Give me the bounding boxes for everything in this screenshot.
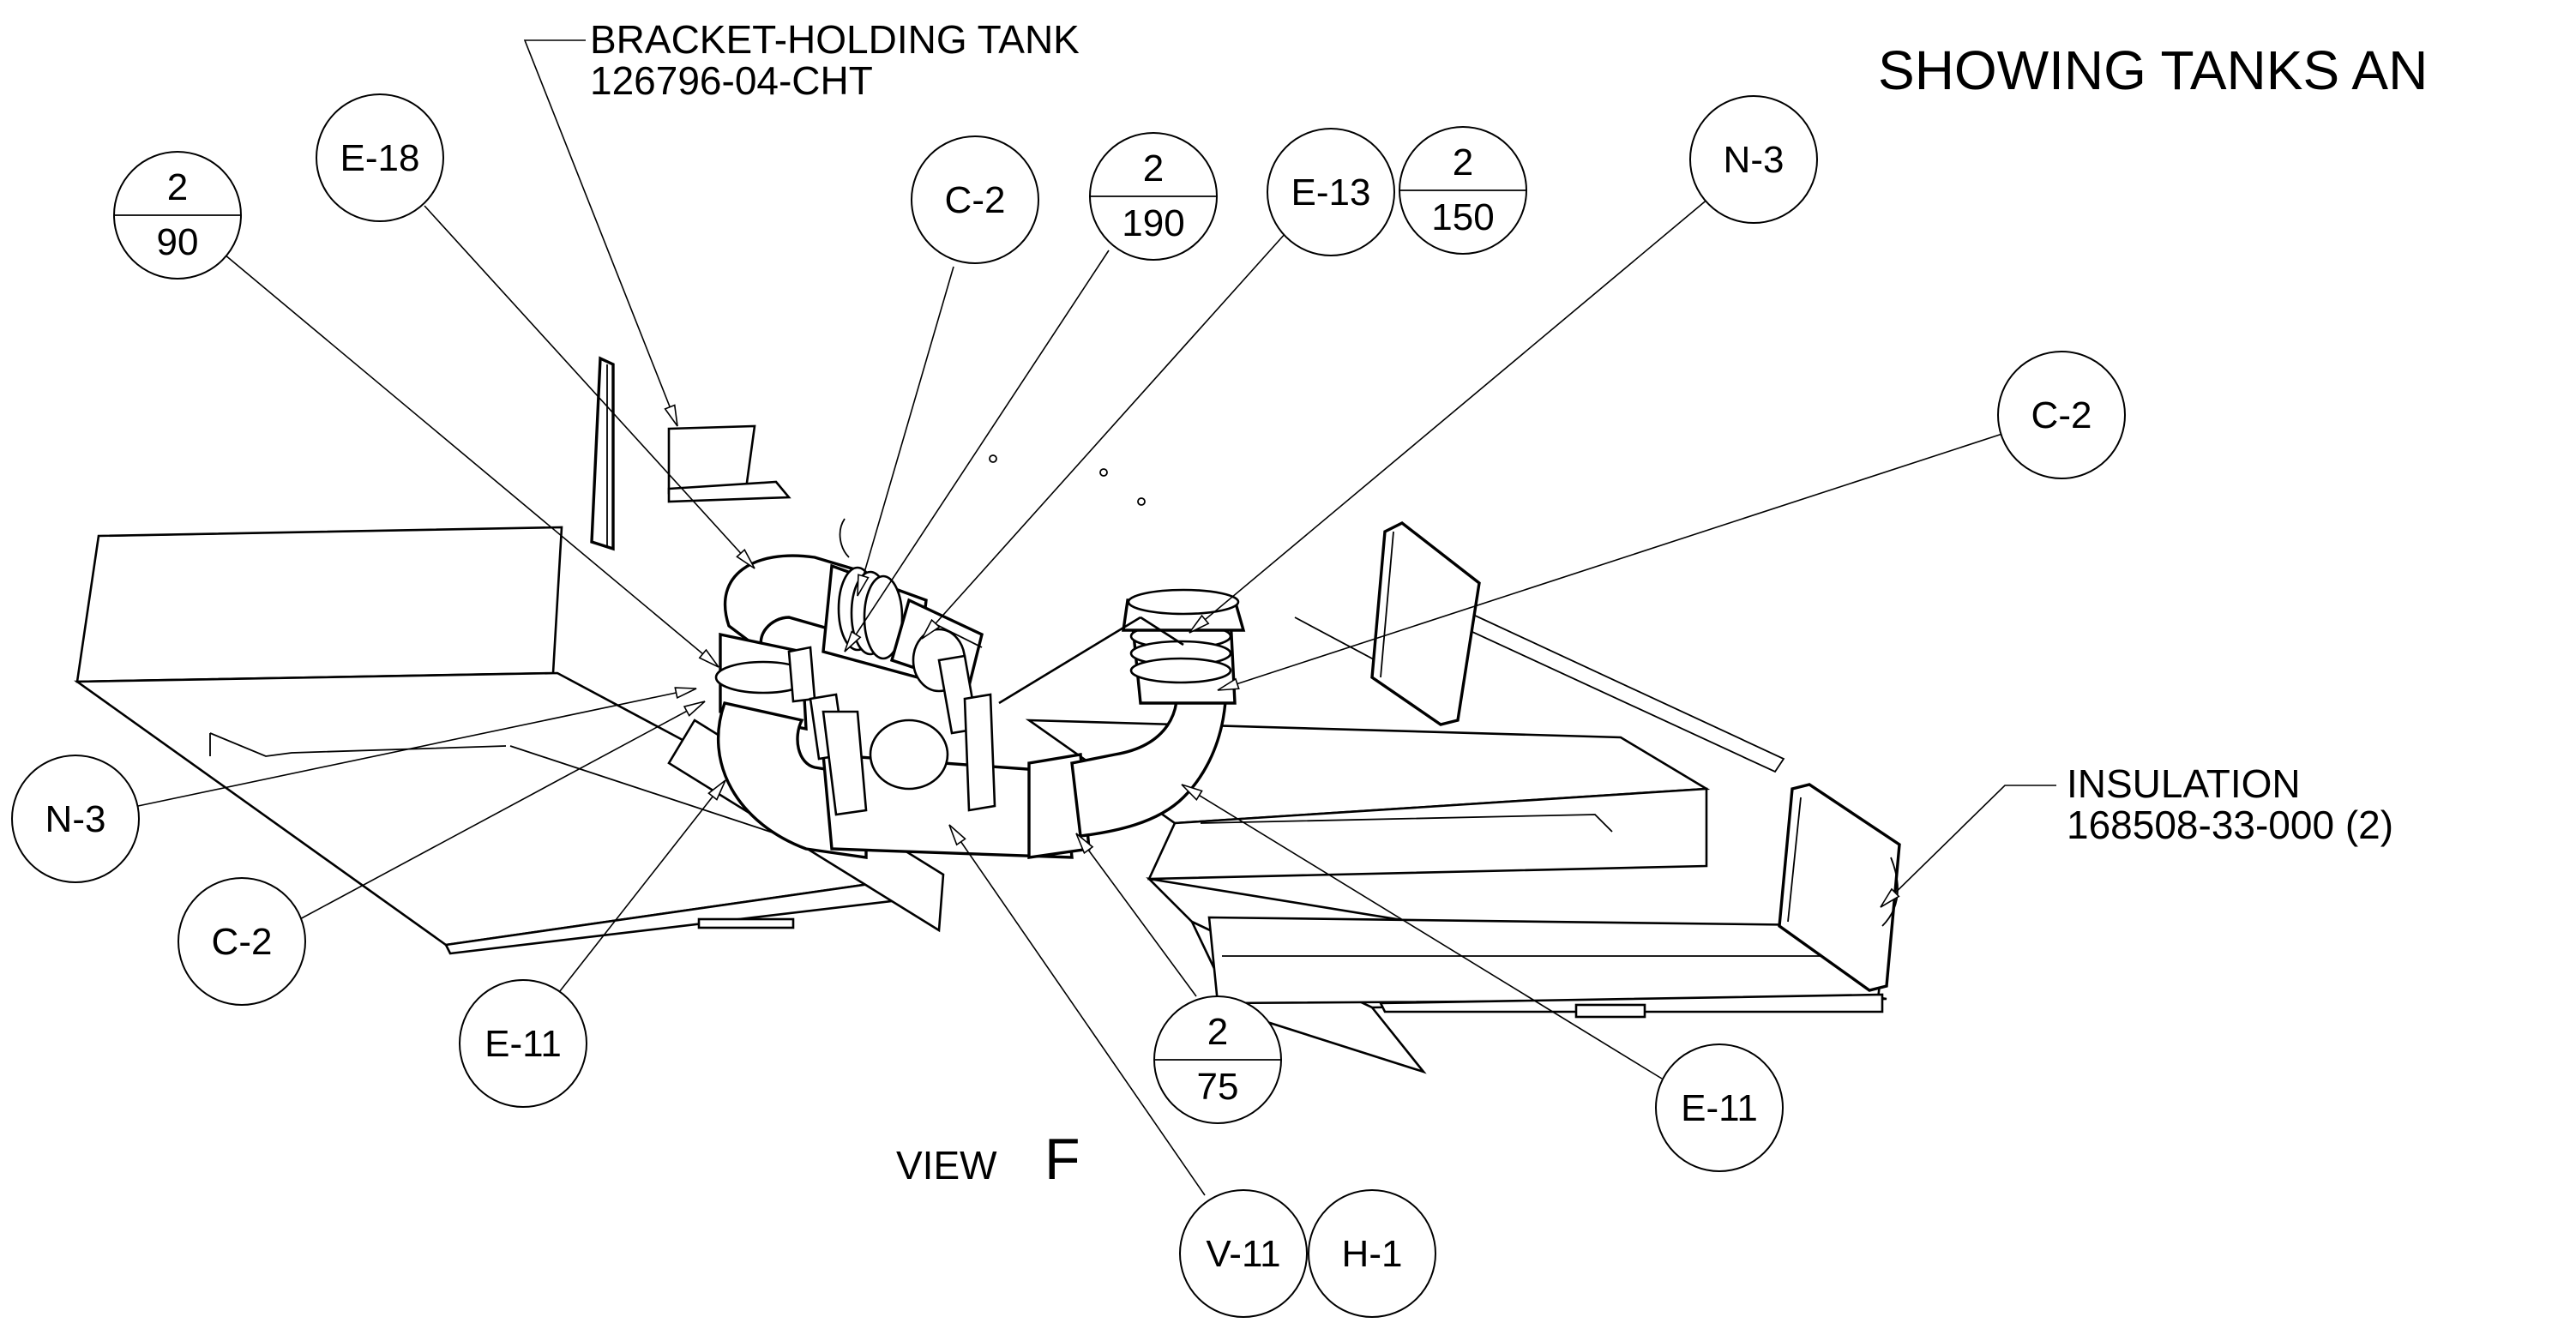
fraction-bottom: 190 [1122, 202, 1184, 244]
page-title: SHOWING TANKS AN [1878, 39, 2428, 101]
callout-bubble-c2-left: C-2 [178, 877, 306, 1006]
callout-bubble-e11-left: E-11 [459, 979, 587, 1108]
bubble-label: E-11 [1681, 1087, 1758, 1129]
fraction-bubble-190: 2 190 [1089, 132, 1218, 261]
view-label-prefix: VIEW [896, 1143, 997, 1188]
bubble-label: V-11 [1206, 1233, 1280, 1275]
fraction-bubble-150: 2 150 [1399, 126, 1527, 255]
fraction-top: 2 [1453, 141, 1473, 183]
callout-bubble-e13: E-13 [1267, 128, 1395, 256]
bubble-label: C-2 [212, 921, 273, 963]
callout-bubble-n3-left: N-3 [11, 755, 140, 883]
callout-bubble-e18: E-18 [316, 93, 444, 222]
fraction-top: 2 [1143, 147, 1164, 189]
bubble-label: C-2 [2031, 394, 2092, 436]
fraction-top: 2 [1207, 1011, 1228, 1053]
fraction-bottom: 90 [157, 221, 199, 263]
bubble-label: N-3 [45, 798, 106, 840]
bracket-note-name: BRACKET-HOLDING TANK [590, 17, 1080, 62]
fraction-bottom: 75 [1197, 1066, 1239, 1108]
bubble-label: E-13 [1291, 171, 1371, 213]
bubble-label: C-2 [945, 179, 1006, 221]
callout-bubble-v11: V-11 [1179, 1189, 1308, 1318]
bracket-note-part: 126796-04-CHT [590, 58, 873, 103]
leader-lines [137, 39, 2056, 1196]
bubble-label: H-1 [1342, 1233, 1403, 1275]
bubble-label: N-3 [1724, 139, 1785, 181]
insulation-note-part: 168508-33-000 (2) [2067, 803, 2393, 847]
bubble-label: E-18 [340, 137, 420, 179]
callout-bubble-c2-top: C-2 [911, 135, 1039, 264]
callout-bubble-n3-top: N-3 [1689, 95, 1818, 224]
fraction-bubble-90: 2 90 [113, 151, 242, 280]
view-label-letter: F [1044, 1127, 1080, 1192]
callout-bubble-h1: H-1 [1308, 1189, 1436, 1318]
fraction-top: 2 [167, 166, 188, 208]
bubble-label: E-11 [485, 1023, 562, 1065]
insulation-note-name: INSULATION [2067, 761, 2301, 806]
fraction-bottom: 150 [1431, 196, 1494, 238]
callout-bubble-e11-right: E-11 [1655, 1043, 1784, 1172]
tank-assembly-drawing [74, 356, 1901, 1074]
callout-bubble-c2-right: C-2 [1997, 351, 2126, 479]
fraction-bubble-75: 2 75 [1153, 995, 1282, 1124]
